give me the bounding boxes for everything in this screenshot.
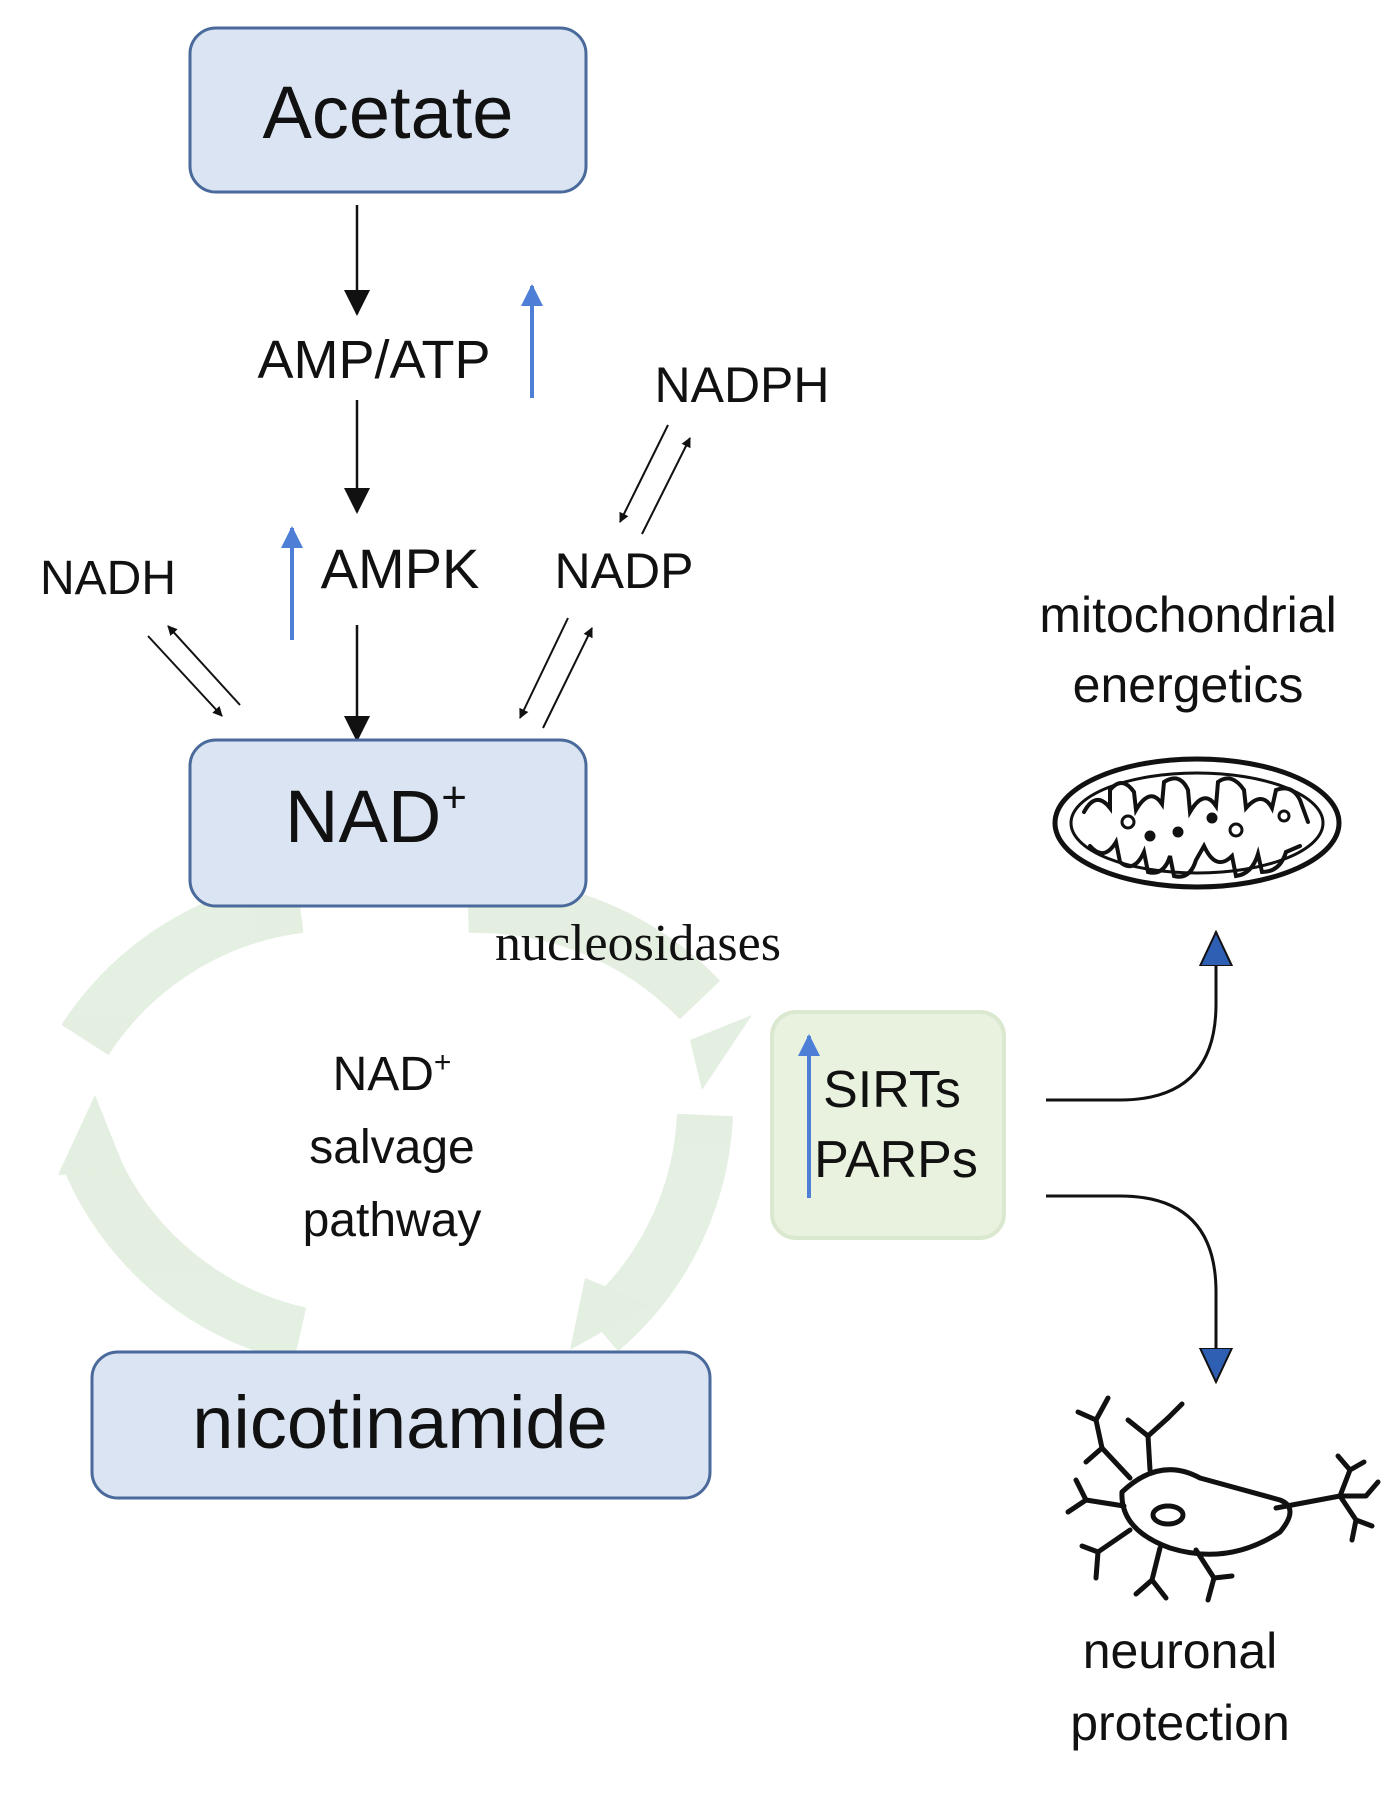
- nad-superscript: +: [441, 773, 467, 822]
- mito-line2: energetics: [1073, 657, 1304, 713]
- salvage-line3: pathway: [303, 1194, 482, 1247]
- arrow-nad-to-nadp: [542, 627, 593, 729]
- arrow-to-mitochondrial-energetics: [1046, 932, 1216, 1102]
- salvage-line1: NAD: [333, 1048, 434, 1101]
- nucleosidases-label: nucleosidases: [495, 915, 781, 972]
- neuron-icon: [1065, 1395, 1381, 1603]
- sirts-label: SIRTs: [823, 1061, 961, 1119]
- nicotinamide-label: nicotinamide: [192, 1381, 607, 1464]
- arrow-nadph-to-nadp: [619, 424, 669, 523]
- salvage-line2: salvage: [309, 1121, 474, 1174]
- sirts-parps-node: SIRTs PARPs: [770, 1010, 1006, 1240]
- amp-atp-label: AMP/ATP: [257, 330, 490, 390]
- arrow-nad-to-nadh: [167, 625, 241, 706]
- mitochondrion-icon: [1052, 756, 1342, 890]
- salvage-superscript: +: [434, 1046, 452, 1079]
- nad-label: NAD: [285, 775, 441, 858]
- salvage-pathway-label: NAD+ salvage pathway: [303, 1046, 482, 1247]
- arrow-nadp-to-nadph: [641, 437, 691, 535]
- arrow-nadp-to-nad: [519, 617, 569, 719]
- nadp-label: NADP: [555, 543, 694, 599]
- arrow-to-neuronal-protection: [1046, 1194, 1216, 1382]
- acetate-label: Acetate: [263, 71, 514, 154]
- mito-line1: mitochondrial: [1039, 587, 1336, 643]
- parps-label: PARPs: [814, 1131, 978, 1189]
- nadh-label: NADH: [40, 552, 176, 605]
- svg-text:NAD+: NAD+: [285, 773, 467, 858]
- salvage-cycle-arrowheads: [58, 1015, 752, 1350]
- neuro-line1: neuronal: [1083, 1623, 1278, 1679]
- neuro-line2: protection: [1070, 1695, 1290, 1751]
- nicotinamide-node: nicotinamide: [90, 1350, 712, 1500]
- nadph-label: NADPH: [654, 357, 829, 413]
- acetate-node: Acetate: [188, 26, 588, 194]
- svg-text:NAD+: NAD+: [333, 1046, 452, 1101]
- nad-node: NAD+: [188, 738, 588, 908]
- arrow-nadh-to-nad: [147, 635, 223, 717]
- ampk-label: AMPK: [321, 537, 480, 600]
